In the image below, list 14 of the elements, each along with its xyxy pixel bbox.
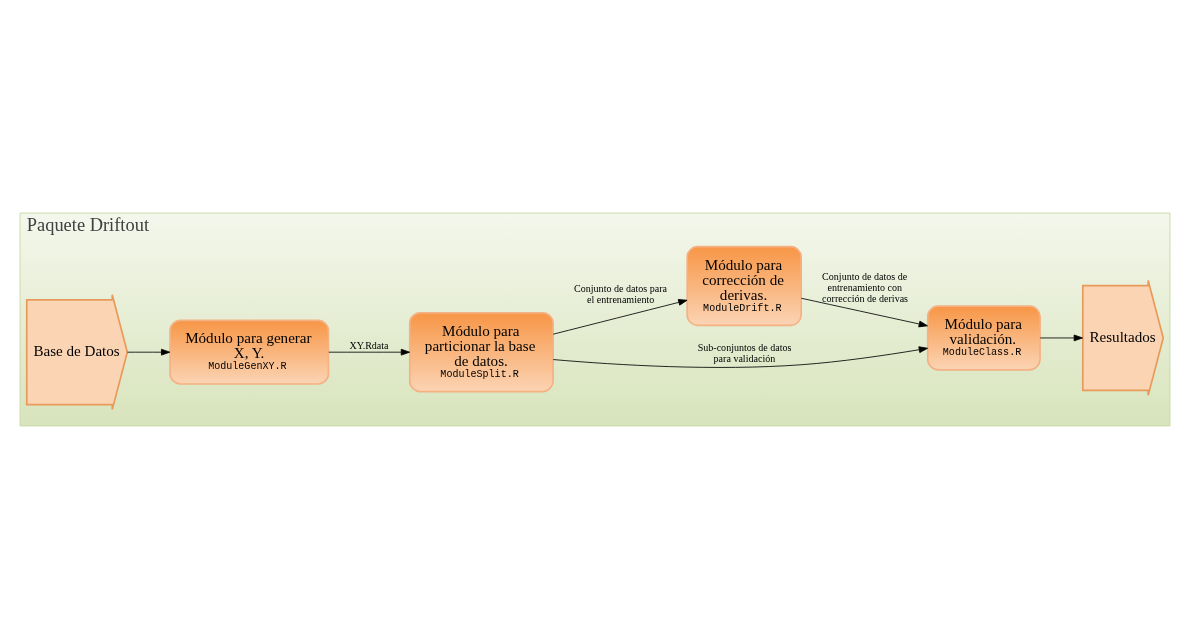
arrow — [801, 297, 928, 327]
node-box: Módulo para generar X, Y. ModuleGenXY.R — [169, 319, 330, 385]
arrow — [552, 298, 688, 335]
edge-label: Conjunto de datos para el entrenamiento — [574, 282, 667, 305]
arrow — [127, 348, 171, 356]
arrow — [1039, 334, 1083, 341]
edge-label: XY.Rdata — [349, 339, 389, 351]
node-box: Módulo para particionar la base de datos. ModuleSplit.R — [408, 311, 554, 392]
arrow — [328, 348, 411, 356]
node-box: Módulo para corrección de derivas. ModuleDrift.R — [686, 245, 802, 326]
node-box: Módulo para validación. ModuleClass.R — [926, 304, 1041, 371]
edge-label: Sub-conjuntos de datos para validación — [697, 341, 792, 364]
edge-label: Conjunto de datos de entrenamiento con corrección de derivas — [822, 270, 909, 304]
arrow — [552, 345, 928, 368]
